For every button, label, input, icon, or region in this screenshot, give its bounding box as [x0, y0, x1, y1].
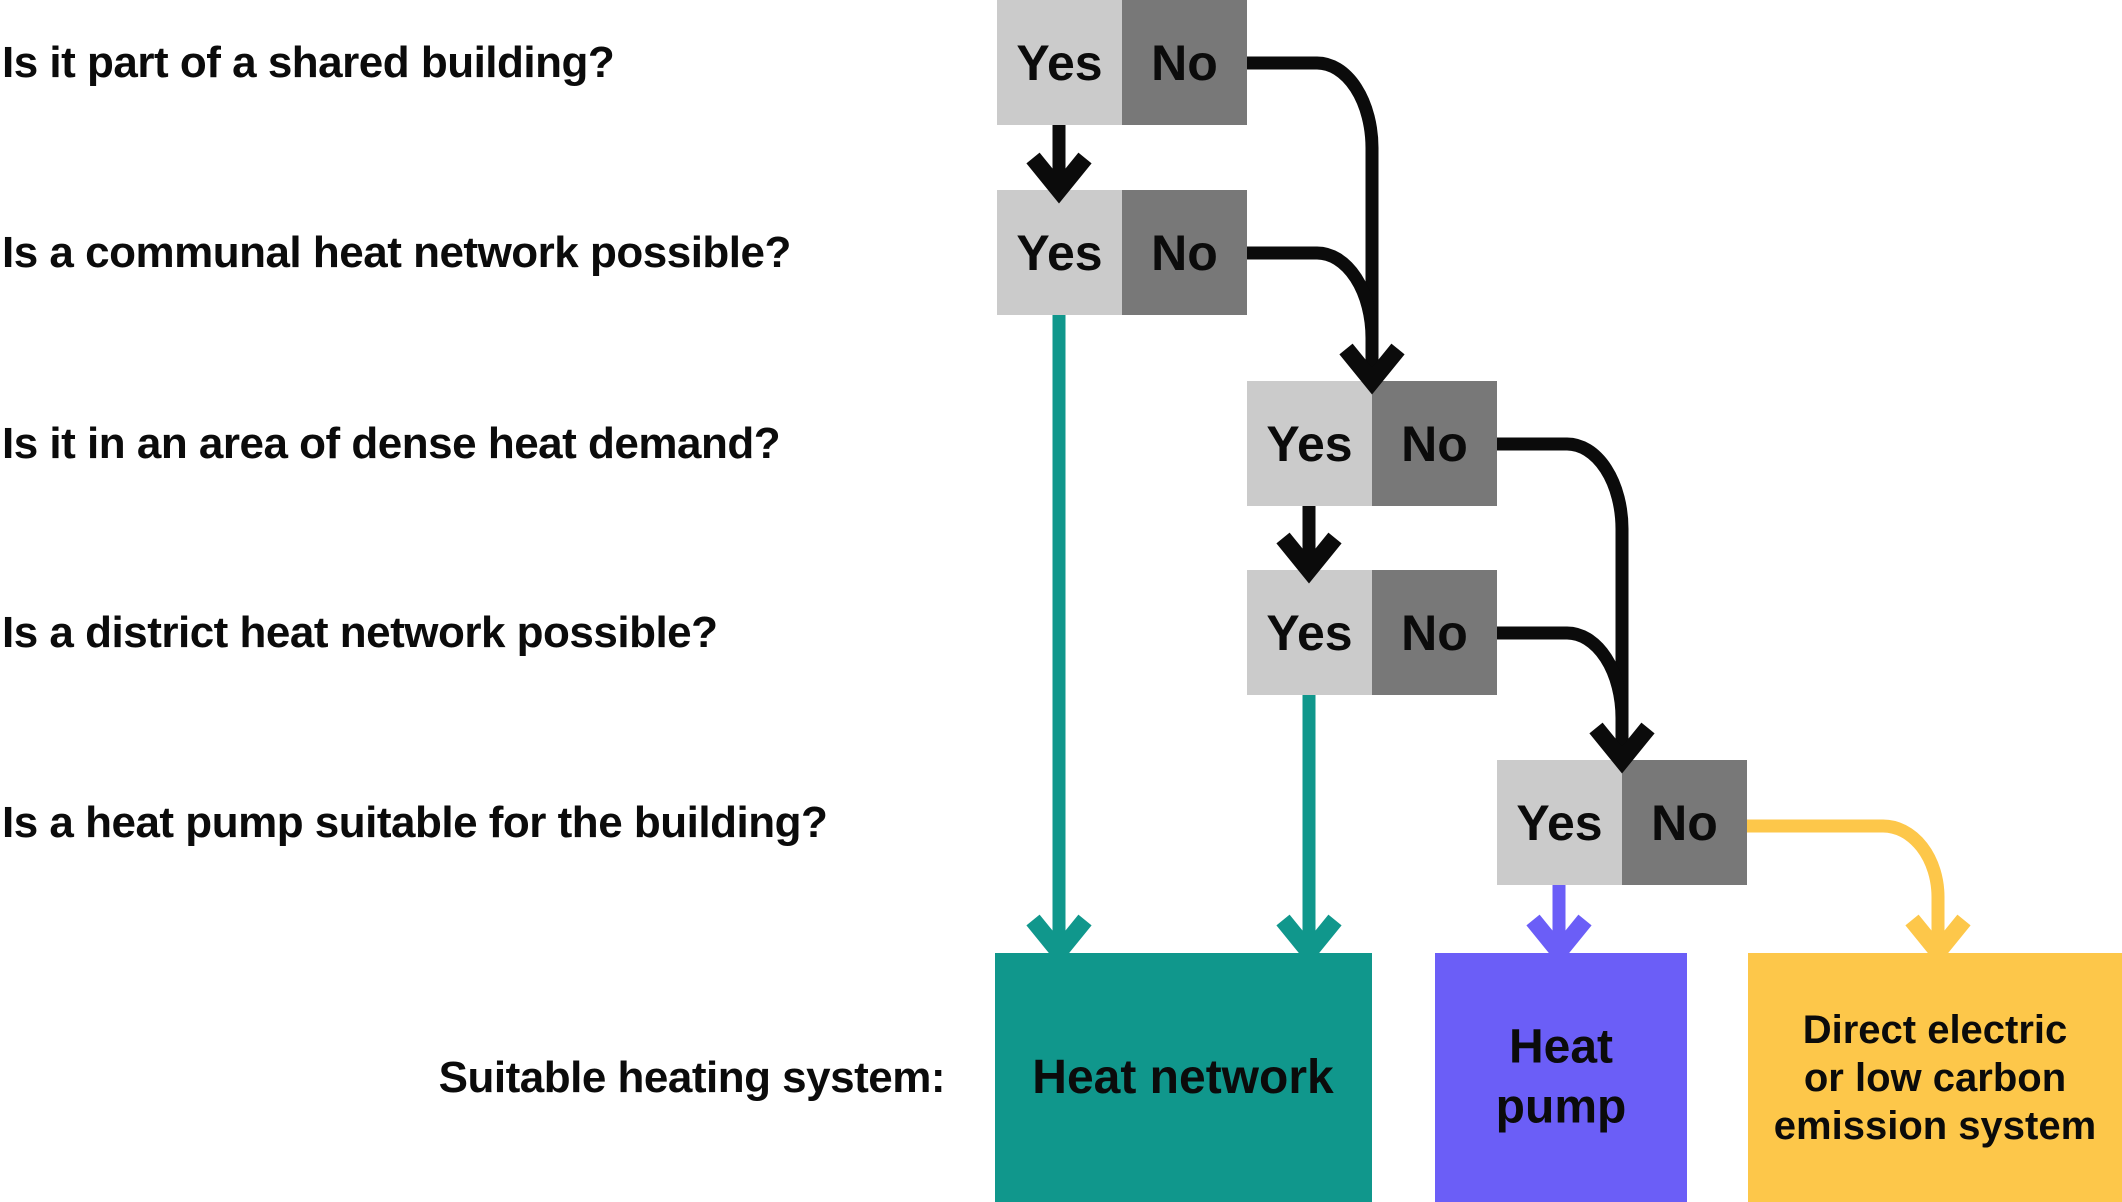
row3-no-label: No [1401, 416, 1468, 472]
row3-yes-label: Yes [1266, 416, 1352, 472]
row5-no-label: No [1651, 795, 1718, 851]
row5-yes-cell [1497, 760, 1622, 885]
row4-no-cell [1372, 570, 1497, 695]
heat-pump-box [1435, 953, 1687, 1202]
row4-yes-label: Yes [1266, 605, 1352, 661]
arrowhead-row1-yes-to-row2-icon [1026, 152, 1092, 204]
row1-no-cell [1122, 0, 1247, 125]
purple-connector [1526, 885, 1592, 966]
arrowhead-into-row5-icon [1589, 722, 1655, 774]
row4-yes-cell [1247, 570, 1372, 695]
row4-choice-box: Yes No [1247, 570, 1497, 695]
heat-pump-label-line1: Heat [1509, 1021, 1613, 1074]
outcome-direct-electric: Direct electric or low carbon emission s… [1748, 953, 2122, 1202]
black-connectors [1026, 56, 1655, 774]
yellow-connector [1747, 819, 1971, 966]
question-district-heat-network: Is a district heat network possible? [2, 608, 718, 657]
direct-electric-box [1748, 953, 2122, 1202]
heat-network-box [995, 953, 1372, 1202]
footer-label: Suitable heating system: [439, 1053, 945, 1102]
heat-pump-label-line2: pump [1496, 1081, 1627, 1134]
row2-choice-box: Yes No [997, 190, 1247, 315]
direct-electric-label-line1: Direct electric [1803, 1008, 2068, 1052]
row5-choice-box: Yes No [1497, 760, 1747, 885]
direct-electric-label-line3: emission system [1774, 1104, 2096, 1148]
row1-yes-cell [997, 0, 1122, 125]
arrowhead-row3-yes-to-row4-icon [1276, 532, 1342, 584]
row3-no-cell [1372, 381, 1497, 506]
question-communal-heat-network: Is a communal heat network possible? [2, 228, 791, 277]
row5-no-cell [1622, 760, 1747, 885]
row1-yes-label: Yes [1016, 35, 1102, 91]
arrowhead-heat-pump-icon [1526, 914, 1592, 966]
arrow-row1-no-to-row3 [1247, 56, 1379, 380]
teal-connectors [1026, 315, 1342, 966]
arrowhead-heat-network-left-icon [1026, 914, 1092, 966]
row5-yes-label: Yes [1516, 795, 1602, 851]
arrowhead-heat-network-right-icon [1276, 914, 1342, 966]
row1-no-label: No [1151, 35, 1218, 91]
outcome-heat-pump: Heat pump [1435, 953, 1687, 1202]
question-dense-heat-demand: Is it in an area of dense heat demand? [2, 419, 780, 468]
arrow-row3-no-to-row5 [1497, 437, 1629, 759]
direct-electric-label-line2: or low carbon [1804, 1056, 2066, 1100]
arrow-row2-no-to-row3 [1247, 246, 1379, 380]
arrow-row5-no-to-direct-electric [1747, 819, 1945, 951]
outcome-heat-network: Heat network [995, 953, 1372, 1202]
arrow-row4-no-to-row5 [1497, 626, 1629, 759]
row2-yes-label: Yes [1016, 225, 1102, 281]
arrowhead-direct-electric-icon [1905, 914, 1971, 966]
row2-yes-cell [997, 190, 1122, 315]
row2-no-cell [1122, 190, 1247, 315]
row3-yes-cell [1247, 381, 1372, 506]
question-heat-pump-suitable: Is a heat pump suitable for the building… [2, 798, 827, 847]
arrowhead-into-row3-icon [1339, 343, 1405, 395]
row1-choice-box: Yes No [997, 0, 1247, 125]
row2-no-label: No [1151, 225, 1218, 281]
row4-no-label: No [1401, 605, 1468, 661]
row3-choice-box: Yes No [1247, 381, 1497, 506]
heat-network-label: Heat network [1032, 1051, 1334, 1104]
question-shared-building: Is it part of a shared building? [2, 38, 614, 87]
